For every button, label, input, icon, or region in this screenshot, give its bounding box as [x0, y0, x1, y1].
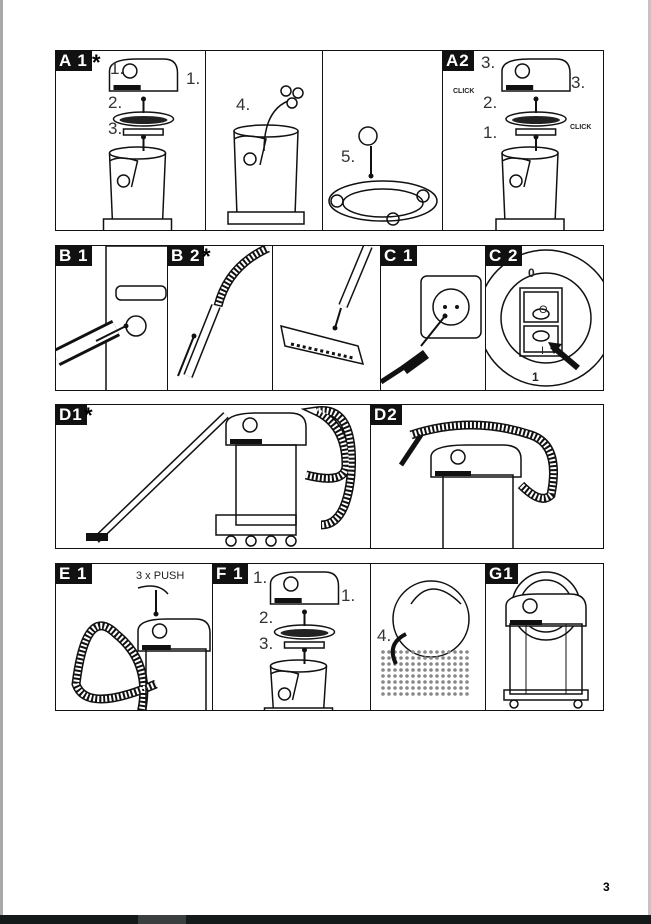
illustration-hose-connect: [56, 246, 167, 390]
illustration-assemble-head: [495, 58, 571, 230]
illustration-drum-castors: [227, 85, 305, 225]
step-number: 4.: [377, 626, 392, 645]
panel-label: B 1: [56, 246, 93, 266]
panel-d1: D1 *: [55, 404, 371, 549]
click-callout: CLICK: [570, 124, 592, 131]
panel-f1-empty: 4.: [370, 563, 486, 711]
step-number: 3.: [481, 53, 496, 72]
step-number: 4.: [236, 95, 251, 114]
illustration-filter-cleaning: [71, 585, 211, 710]
step-number: 5.: [341, 147, 356, 166]
click-callout: CLICK: [453, 88, 475, 95]
panel-b2-floor-nozzle: [272, 245, 381, 391]
step-number: 3.: [259, 634, 274, 653]
optional-asterisk: *: [92, 50, 101, 75]
illustration-floor-nozzle: [280, 246, 373, 366]
off-position-label: 0: [528, 266, 535, 280]
optional-asterisk: *: [84, 404, 93, 428]
panel-a1: A 1 * 1. 1. 2. 3.: [55, 50, 206, 231]
step-number: 2.: [259, 608, 274, 627]
illustration-vacuum-with-tubes: [86, 406, 357, 547]
panel-g1: G1: [485, 563, 604, 711]
viewer-bottom-bar: [0, 915, 651, 924]
illustration-castor-ring: [328, 126, 438, 226]
illustration-vacuum-storage: [398, 420, 558, 548]
illustration-open-container: [263, 571, 340, 710]
panel-c1: C 1: [380, 245, 486, 391]
step-number: 1.: [110, 59, 125, 78]
panel-e1: E 1 3 x PUSH: [55, 563, 213, 711]
panel-label: E 1: [56, 564, 92, 584]
illustration-empty-container: [381, 580, 470, 696]
illustration-storage-hose-wrap: [503, 571, 589, 709]
panel-a2: A2 3. 3. 2. 1. CLICK CLICK: [442, 50, 604, 231]
step-number: 2.: [483, 93, 498, 112]
panel-label: C 2: [486, 246, 523, 266]
illustration-power-switch: [486, 249, 603, 387]
panel-label: C 1: [381, 246, 418, 266]
panel-label: D2: [371, 405, 402, 425]
step-number: 1.: [253, 568, 268, 587]
on-position-label: 1: [532, 370, 539, 384]
push-instruction: 3 x PUSH: [136, 570, 185, 582]
panel-label: A2: [443, 51, 474, 71]
panel-label: A 1: [56, 51, 92, 71]
step-number: 3.: [108, 119, 123, 138]
panel-c2: C 2 0 1 O I: [485, 245, 604, 391]
illustration-plug-socket: [381, 275, 482, 385]
switch-off-symbol: O: [539, 304, 548, 316]
panel-label: G1: [486, 564, 518, 584]
scrollbar-thumb[interactable]: [138, 915, 186, 924]
illustration-suction-tubes: [177, 246, 270, 378]
step-number: 1.: [483, 123, 498, 142]
panel-b1: B 1: [55, 245, 168, 391]
panel-label: F 1: [213, 564, 248, 584]
panel-d2: D2: [370, 404, 604, 549]
illustration-remove-head: [102, 58, 179, 230]
switch-on-symbol: I: [541, 345, 545, 357]
panel-a1-remove-castors: 4.: [205, 50, 323, 231]
panel-b2: B 2 *: [167, 245, 273, 391]
panel-f1: F 1 1. 1. 2. 3.: [212, 563, 371, 711]
page-number: 3: [603, 880, 610, 894]
step-number: 1.: [341, 586, 356, 605]
page-edge-left: [0, 0, 3, 916]
panel-label: D1: [56, 405, 87, 425]
optional-asterisk: *: [202, 245, 211, 269]
page-edge-right: [648, 0, 651, 916]
step-number: 2.: [108, 93, 123, 112]
step-number: 3.: [571, 73, 586, 92]
step-number: 1.: [186, 69, 201, 88]
panel-a1-fit-castor: 5.: [322, 50, 443, 231]
panel-label: B 2: [168, 246, 205, 266]
